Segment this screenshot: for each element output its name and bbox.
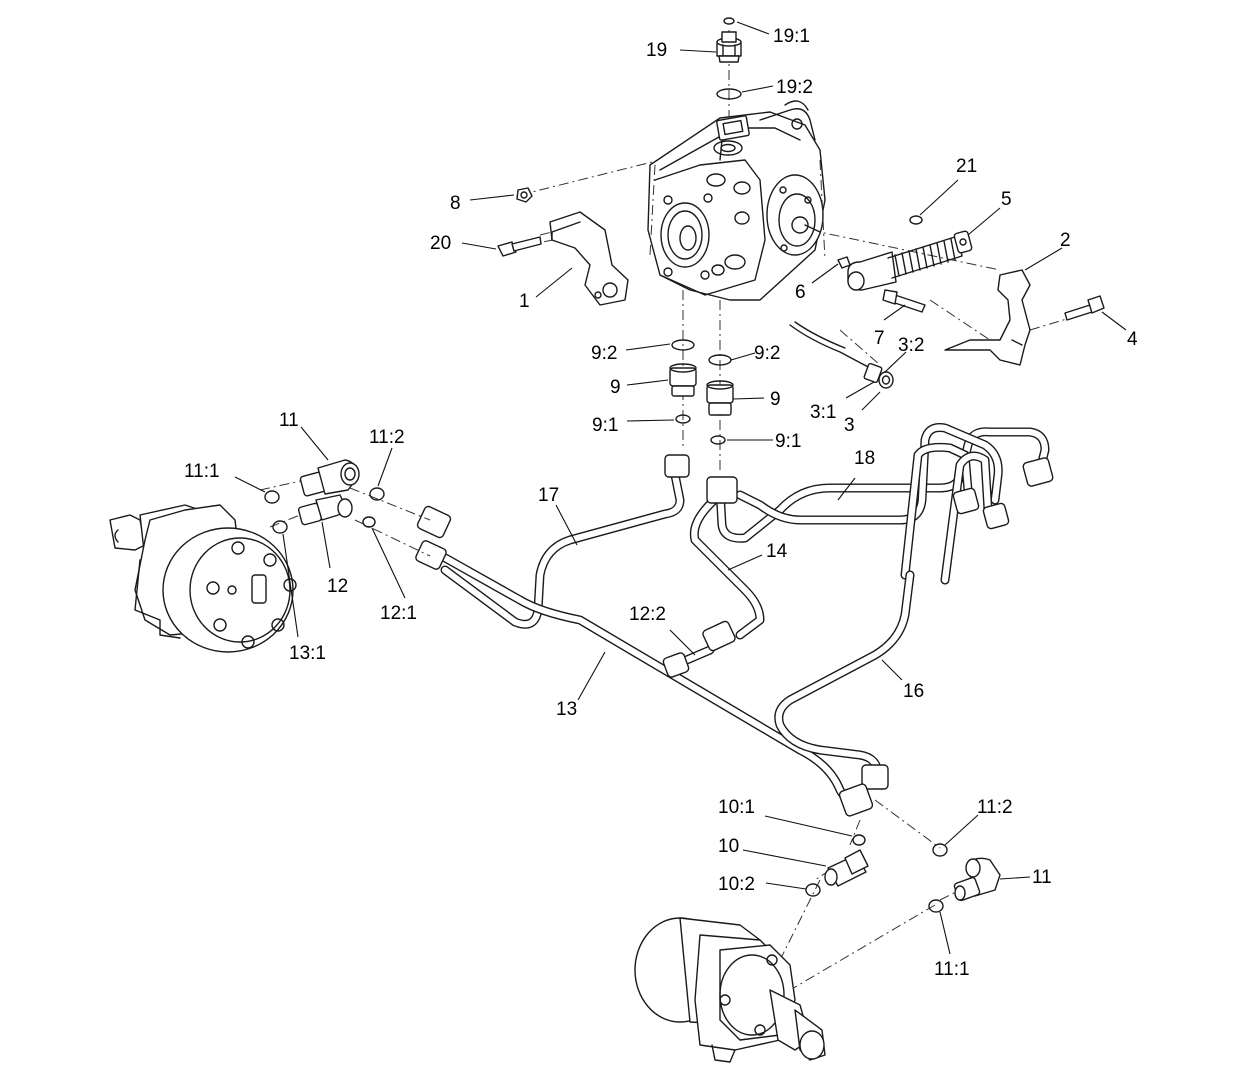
callout-11-top: 11 [279, 410, 299, 431]
callout-11-bottom: 11 [1032, 867, 1052, 888]
callout-labels: 19:1 19 19:2 21 8 5 2 20 6 1 4 7 3:2 9:2… [184, 26, 1138, 980]
washer-21 [909, 215, 923, 225]
spring-assembly-5 [847, 230, 973, 291]
callout-13: 13 [556, 699, 577, 720]
callout-11-1-bottom: 11:1 [934, 959, 970, 980]
oring-19-1 [723, 17, 735, 25]
callout-13-1: 12:2 [629, 604, 666, 625]
callout-12: 12 [327, 576, 348, 597]
fitting-9-left [669, 339, 697, 424]
sensor-3 [789, 321, 894, 389]
callout-10-2: 10:2 [718, 874, 755, 895]
oring-11-1-top [264, 490, 280, 504]
callout-1: 1 [519, 291, 530, 312]
callout-7: 7 [874, 328, 885, 349]
bolt-4 [1064, 295, 1105, 321]
oring-12-1 [362, 516, 376, 528]
tube-upper-return [900, 442, 993, 585]
callout-9-left: 9 [610, 377, 621, 398]
fitting-12 [272, 494, 376, 534]
callout-9-right: 9 [770, 389, 781, 410]
callout-11-2-top: 11:2 [369, 427, 405, 448]
tube-nuts [415, 454, 1054, 817]
callout-9-2-right: 9:2 [754, 343, 780, 364]
tube-17 [440, 470, 685, 629]
callout-2: 2 [1060, 230, 1071, 251]
callout-3-1: 3:1 [810, 402, 836, 423]
elbow-11-bottom [928, 843, 1001, 913]
oring-10-1 [852, 834, 866, 846]
oring-9-2-left [671, 339, 695, 351]
callout-12-1: 12:1 [380, 603, 417, 624]
callout-9-1-left: 9:1 [592, 415, 618, 436]
callout-19-1: 19:1 [773, 26, 810, 47]
callout-10-1: 10:1 [718, 797, 755, 818]
fitting-19 [716, 17, 742, 100]
callout-3: 3 [844, 415, 855, 436]
callout-18: 18 [854, 448, 875, 469]
tube-16 [774, 570, 915, 780]
callout-5: 5 [1001, 189, 1012, 210]
oring-10-2 [805, 883, 821, 897]
callout-6: 6 [795, 282, 806, 303]
oring-9-1-left [675, 414, 691, 424]
callout-9-2-left: 9:2 [591, 343, 617, 364]
callout-3-2: 3:2 [898, 335, 924, 356]
elbow-11-top [264, 459, 385, 504]
oring-12-2 [272, 520, 288, 534]
callout-11-1-top: 11:1 [184, 461, 220, 482]
wheel-motor-left [109, 504, 297, 653]
hydraulic-pump [647, 100, 826, 301]
callout-16: 16 [903, 681, 924, 702]
callout-9-1-right: 9:1 [775, 431, 801, 452]
hydraulic-tubes [415, 423, 1054, 817]
bolt-20 [497, 236, 542, 257]
callout-10: 10 [718, 836, 739, 857]
bracket-1 [549, 211, 629, 306]
fitting-9-right [706, 354, 734, 445]
tube-18-second [735, 423, 1003, 525]
wheel-motor-bottom [634, 917, 826, 1063]
callout-17: 17 [538, 485, 559, 506]
oring-11-2-top [369, 487, 385, 501]
tube-13 [435, 550, 867, 806]
callout-20: 20 [430, 233, 451, 254]
callout-21: 21 [956, 156, 977, 177]
callout-14: 14 [766, 541, 788, 562]
oring-11-2-bottom [932, 843, 948, 857]
tube-14 [689, 490, 765, 640]
bolt-7 [882, 289, 926, 313]
control-arm-2 [944, 269, 1031, 366]
oring-9-1-right [710, 435, 726, 445]
leader-lines [234, 21, 1127, 955]
nut-8 [516, 187, 533, 203]
callout-12-2: 13:1 [289, 643, 326, 664]
oring-11-1-bottom [928, 899, 944, 913]
fitting-10 [805, 834, 869, 897]
callout-19: 19 [646, 40, 667, 61]
callout-11-2-bottom: 11:2 [977, 797, 1013, 818]
callout-4: 4 [1127, 329, 1138, 350]
callout-19-2: 19:2 [776, 77, 813, 98]
washer-6 [837, 256, 851, 269]
callout-8: 8 [450, 193, 461, 214]
oring-19-2 [716, 88, 742, 100]
